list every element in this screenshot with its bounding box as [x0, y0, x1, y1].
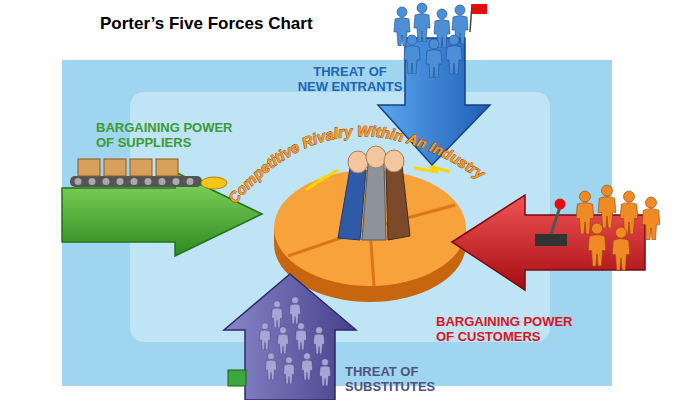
lever: [535, 199, 567, 247]
force-label: BARGAINING POWER OF CUSTOMERS: [436, 314, 573, 344]
force-label: THREAT OF SUBSTITUTES: [345, 364, 435, 394]
substitute-figures: [259, 297, 330, 386]
chart-title: Porter’s Five Forces Chart: [100, 14, 313, 34]
supplier-arrow: [62, 172, 262, 256]
lightning-bolt: [414, 166, 450, 172]
flag: [472, 4, 487, 14]
conveyor: [70, 159, 227, 189]
force-label: THREAT OF NEW ENTRANTS: [298, 64, 403, 94]
entrant-figures: [394, 3, 468, 78]
chip-icon: [228, 370, 246, 386]
force-label: BARGAINING POWER OF SUPPLIERS: [96, 120, 233, 150]
customer-arrow: [452, 195, 645, 290]
flag-pole: [470, 4, 472, 32]
fists: [338, 146, 410, 240]
rivalry-text: Competitive Rivalry Within An Industry: [224, 122, 488, 206]
substitutes-arrow: [224, 274, 356, 400]
customer-figures: [576, 185, 660, 270]
rivalry-label: Competitive Rivalry Within An Industry: [224, 122, 488, 206]
lightning-bolt: [306, 170, 338, 190]
